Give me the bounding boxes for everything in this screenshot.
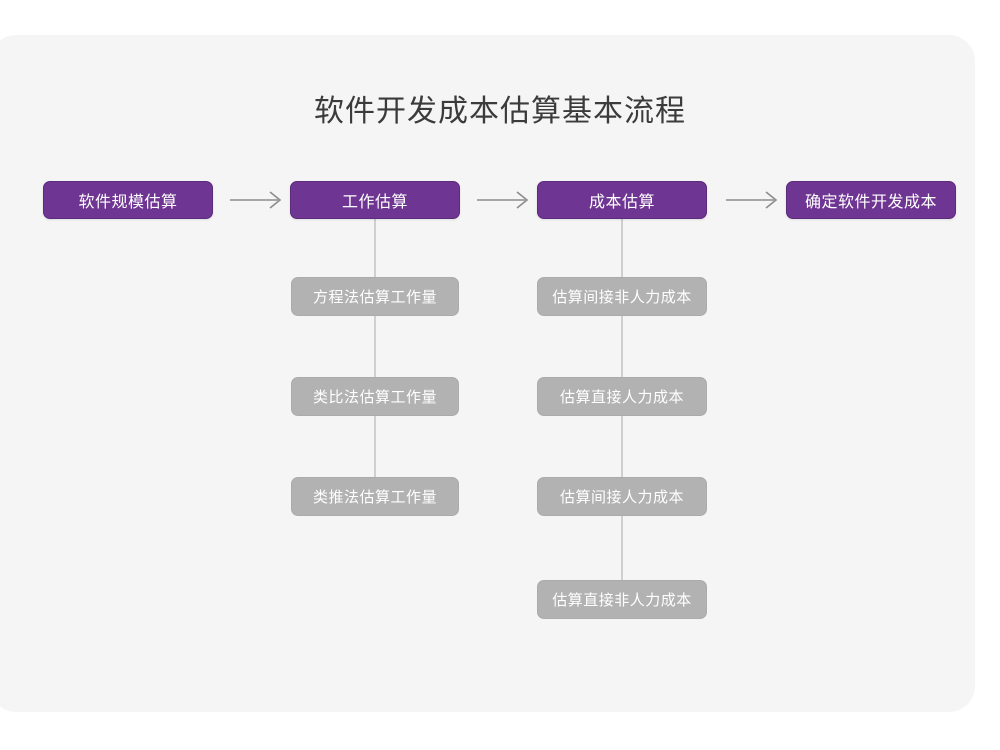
substep-label: 估算间接非人力成本 [552,289,692,306]
connector-line-effort [374,218,376,502]
stage-node-cost-estimation[interactable]: 成本估算 [537,181,707,219]
substep-label: 估算间接人力成本 [559,489,684,506]
substep-label: 估算直接非人力成本 [552,592,692,609]
arrow-right-icon [726,191,778,209]
stage-label: 软件规模估算 [78,194,178,211]
arrow-size-to-effort [230,189,284,211]
substep-node-effort-3[interactable]: 类推法估算工作量 [291,477,459,516]
substep-node-cost-2[interactable]: 估算直接人力成本 [537,377,707,416]
stage-node-final-cost[interactable]: 确定软件开发成本 [786,181,956,219]
substep-node-effort-1[interactable]: 方程法估算工作量 [291,277,459,316]
stage-label: 确定软件开发成本 [804,194,937,211]
substep-node-effort-2[interactable]: 类比法估算工作量 [291,377,459,416]
substep-node-cost-1[interactable]: 估算间接非人力成本 [537,277,707,316]
arrow-right-icon [477,191,529,209]
arrow-cost-to-final [726,189,780,211]
substep-label: 估算直接人力成本 [559,389,684,406]
substep-label: 类推法估算工作量 [312,489,437,506]
substep-label: 类比法估算工作量 [312,389,437,406]
substep-node-cost-4[interactable]: 估算直接非人力成本 [537,580,707,619]
substep-node-cost-3[interactable]: 估算间接人力成本 [537,477,707,516]
stage-label: 成本估算 [588,194,655,211]
stage-node-effort-estimation[interactable]: 工作估算 [290,181,460,219]
arrow-effort-to-cost [477,189,531,211]
stage-node-size-estimation[interactable]: 软件规模估算 [43,181,213,219]
substep-label: 方程法估算工作量 [312,289,437,306]
stage-label: 工作估算 [341,194,408,211]
page-title: 软件开发成本估算基本流程 [314,95,686,128]
arrow-right-icon [230,191,282,209]
card-background [0,35,975,712]
